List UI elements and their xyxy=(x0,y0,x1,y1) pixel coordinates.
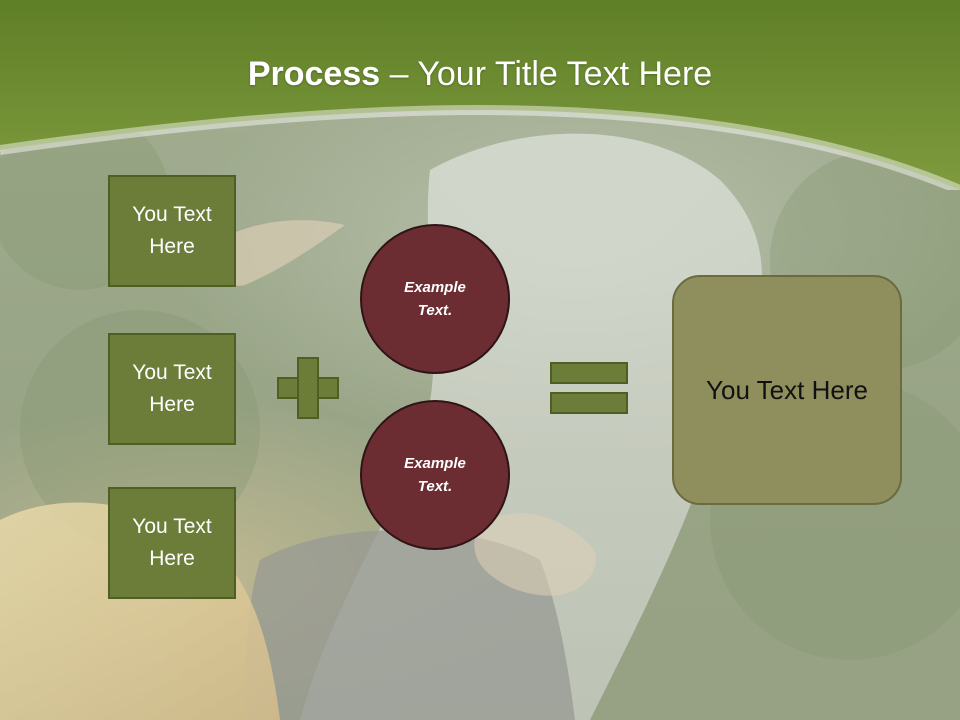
circle-top-label: Example Text. xyxy=(404,279,466,319)
circle-bottom: Example Text. xyxy=(360,400,510,550)
left-box-3: You Text Here xyxy=(108,487,236,599)
left-box-1-label: You Text Here xyxy=(132,203,212,258)
result-box-label: You Text Here xyxy=(706,374,868,405)
left-box-2-label: You Text Here xyxy=(132,361,212,416)
left-box-1: You Text Here xyxy=(108,175,236,287)
left-box-2: You Text Here xyxy=(108,333,236,445)
result-box: You Text Here xyxy=(672,275,902,505)
circle-bottom-label: Example Text. xyxy=(404,455,466,495)
title-bold: Process xyxy=(247,55,381,93)
title-rest: – Your Title Text Here xyxy=(380,55,713,93)
header-band xyxy=(0,0,960,190)
slide-title: Process – Your Title Text Here xyxy=(0,52,960,96)
left-box-3-label: You Text Here xyxy=(132,515,212,570)
circle-top: Example Text. xyxy=(360,224,510,374)
